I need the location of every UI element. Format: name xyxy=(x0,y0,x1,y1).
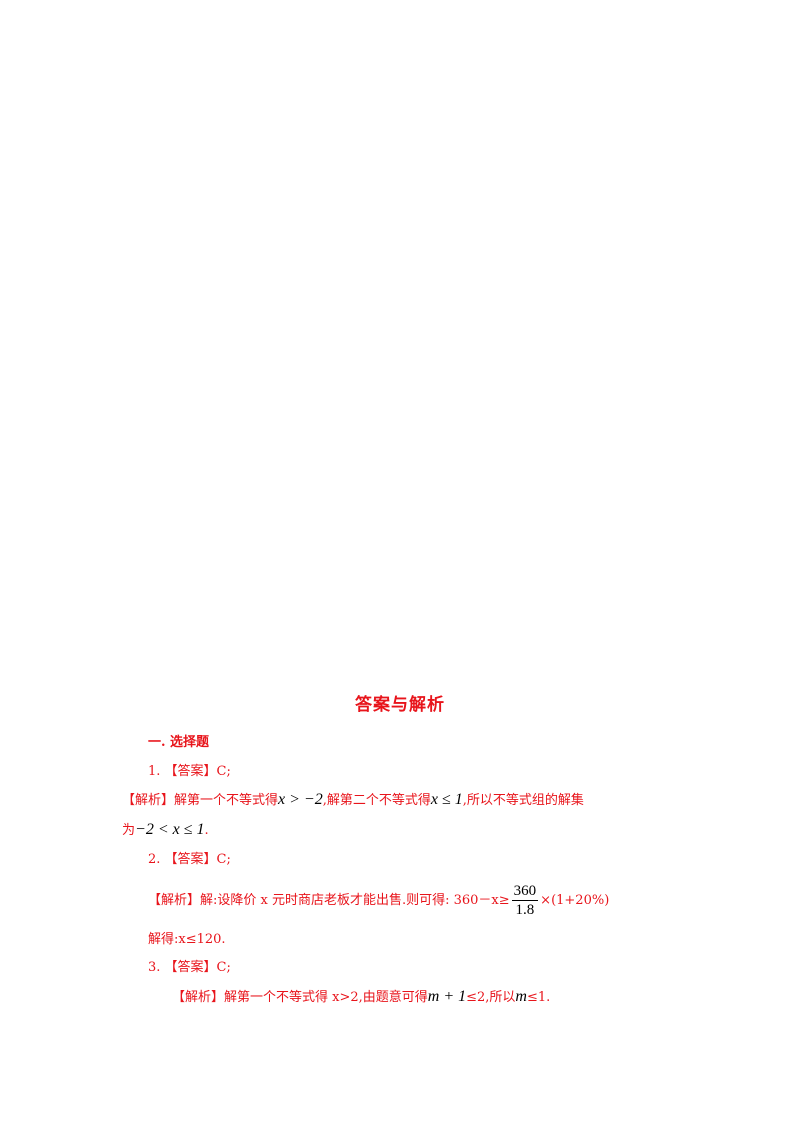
q1-analysis-suffix: ,所以不等式组的解集 xyxy=(462,793,584,808)
q3-analysis-prefix: 【解析】解第一个不等式得 x>2,由题意可得 xyxy=(172,990,428,1005)
q1-expr-a: x > −2 xyxy=(278,791,323,808)
q1-analysis-mid: ,解第二个不等式得 xyxy=(322,793,431,808)
q1-expr-b: x ≤ 1 xyxy=(430,791,463,808)
q1-analysis-prefix: 【解析】解第一个不等式得 xyxy=(122,793,279,808)
page-title: 答案与解析 xyxy=(355,695,445,715)
q1-line2-suffix: . xyxy=(204,823,209,838)
q3-analysis-suffix: ≤1. xyxy=(526,990,551,1005)
q1-answer: 1. 【答案】C; xyxy=(148,764,231,779)
q2-analysis-suffix: ×(1+20%) xyxy=(540,893,610,908)
q2-analysis-prefix: 【解析】解:设降价 x 元时商店老板才能出售.则可得: 360－x≥ xyxy=(148,893,510,908)
q3-analysis-line: 【解析】解第一个不等式得 x>2,由题意可得m + 1≤2,所以m≤1. xyxy=(172,987,550,1008)
q3-expr-a: m + 1 xyxy=(427,988,467,1005)
q1-expr-c: −2 < x ≤ 1 xyxy=(135,821,205,838)
q1-analysis-line2: 为−2 < x ≤ 1. xyxy=(122,820,209,841)
q3-expr-b: m xyxy=(515,988,527,1005)
q1-analysis-line1: 【解析】解第一个不等式得x > −2,解第二个不等式得x ≤ 1,所以不等式组的… xyxy=(122,790,584,811)
q2-answer: 2. 【答案】C; xyxy=(148,852,231,867)
section-heading: 一. 选择题 xyxy=(148,735,210,750)
q2-fraction-numerator: 360 xyxy=(511,883,539,901)
q2-result: 解得:x≤120. xyxy=(148,932,226,947)
q2-fraction-denominator: 1.8 xyxy=(515,902,535,918)
q3-analysis-mid: ≤2,所以 xyxy=(466,990,516,1005)
q3-answer: 3. 【答案】C; xyxy=(148,960,231,975)
q1-line2-prefix: 为 xyxy=(122,823,136,838)
